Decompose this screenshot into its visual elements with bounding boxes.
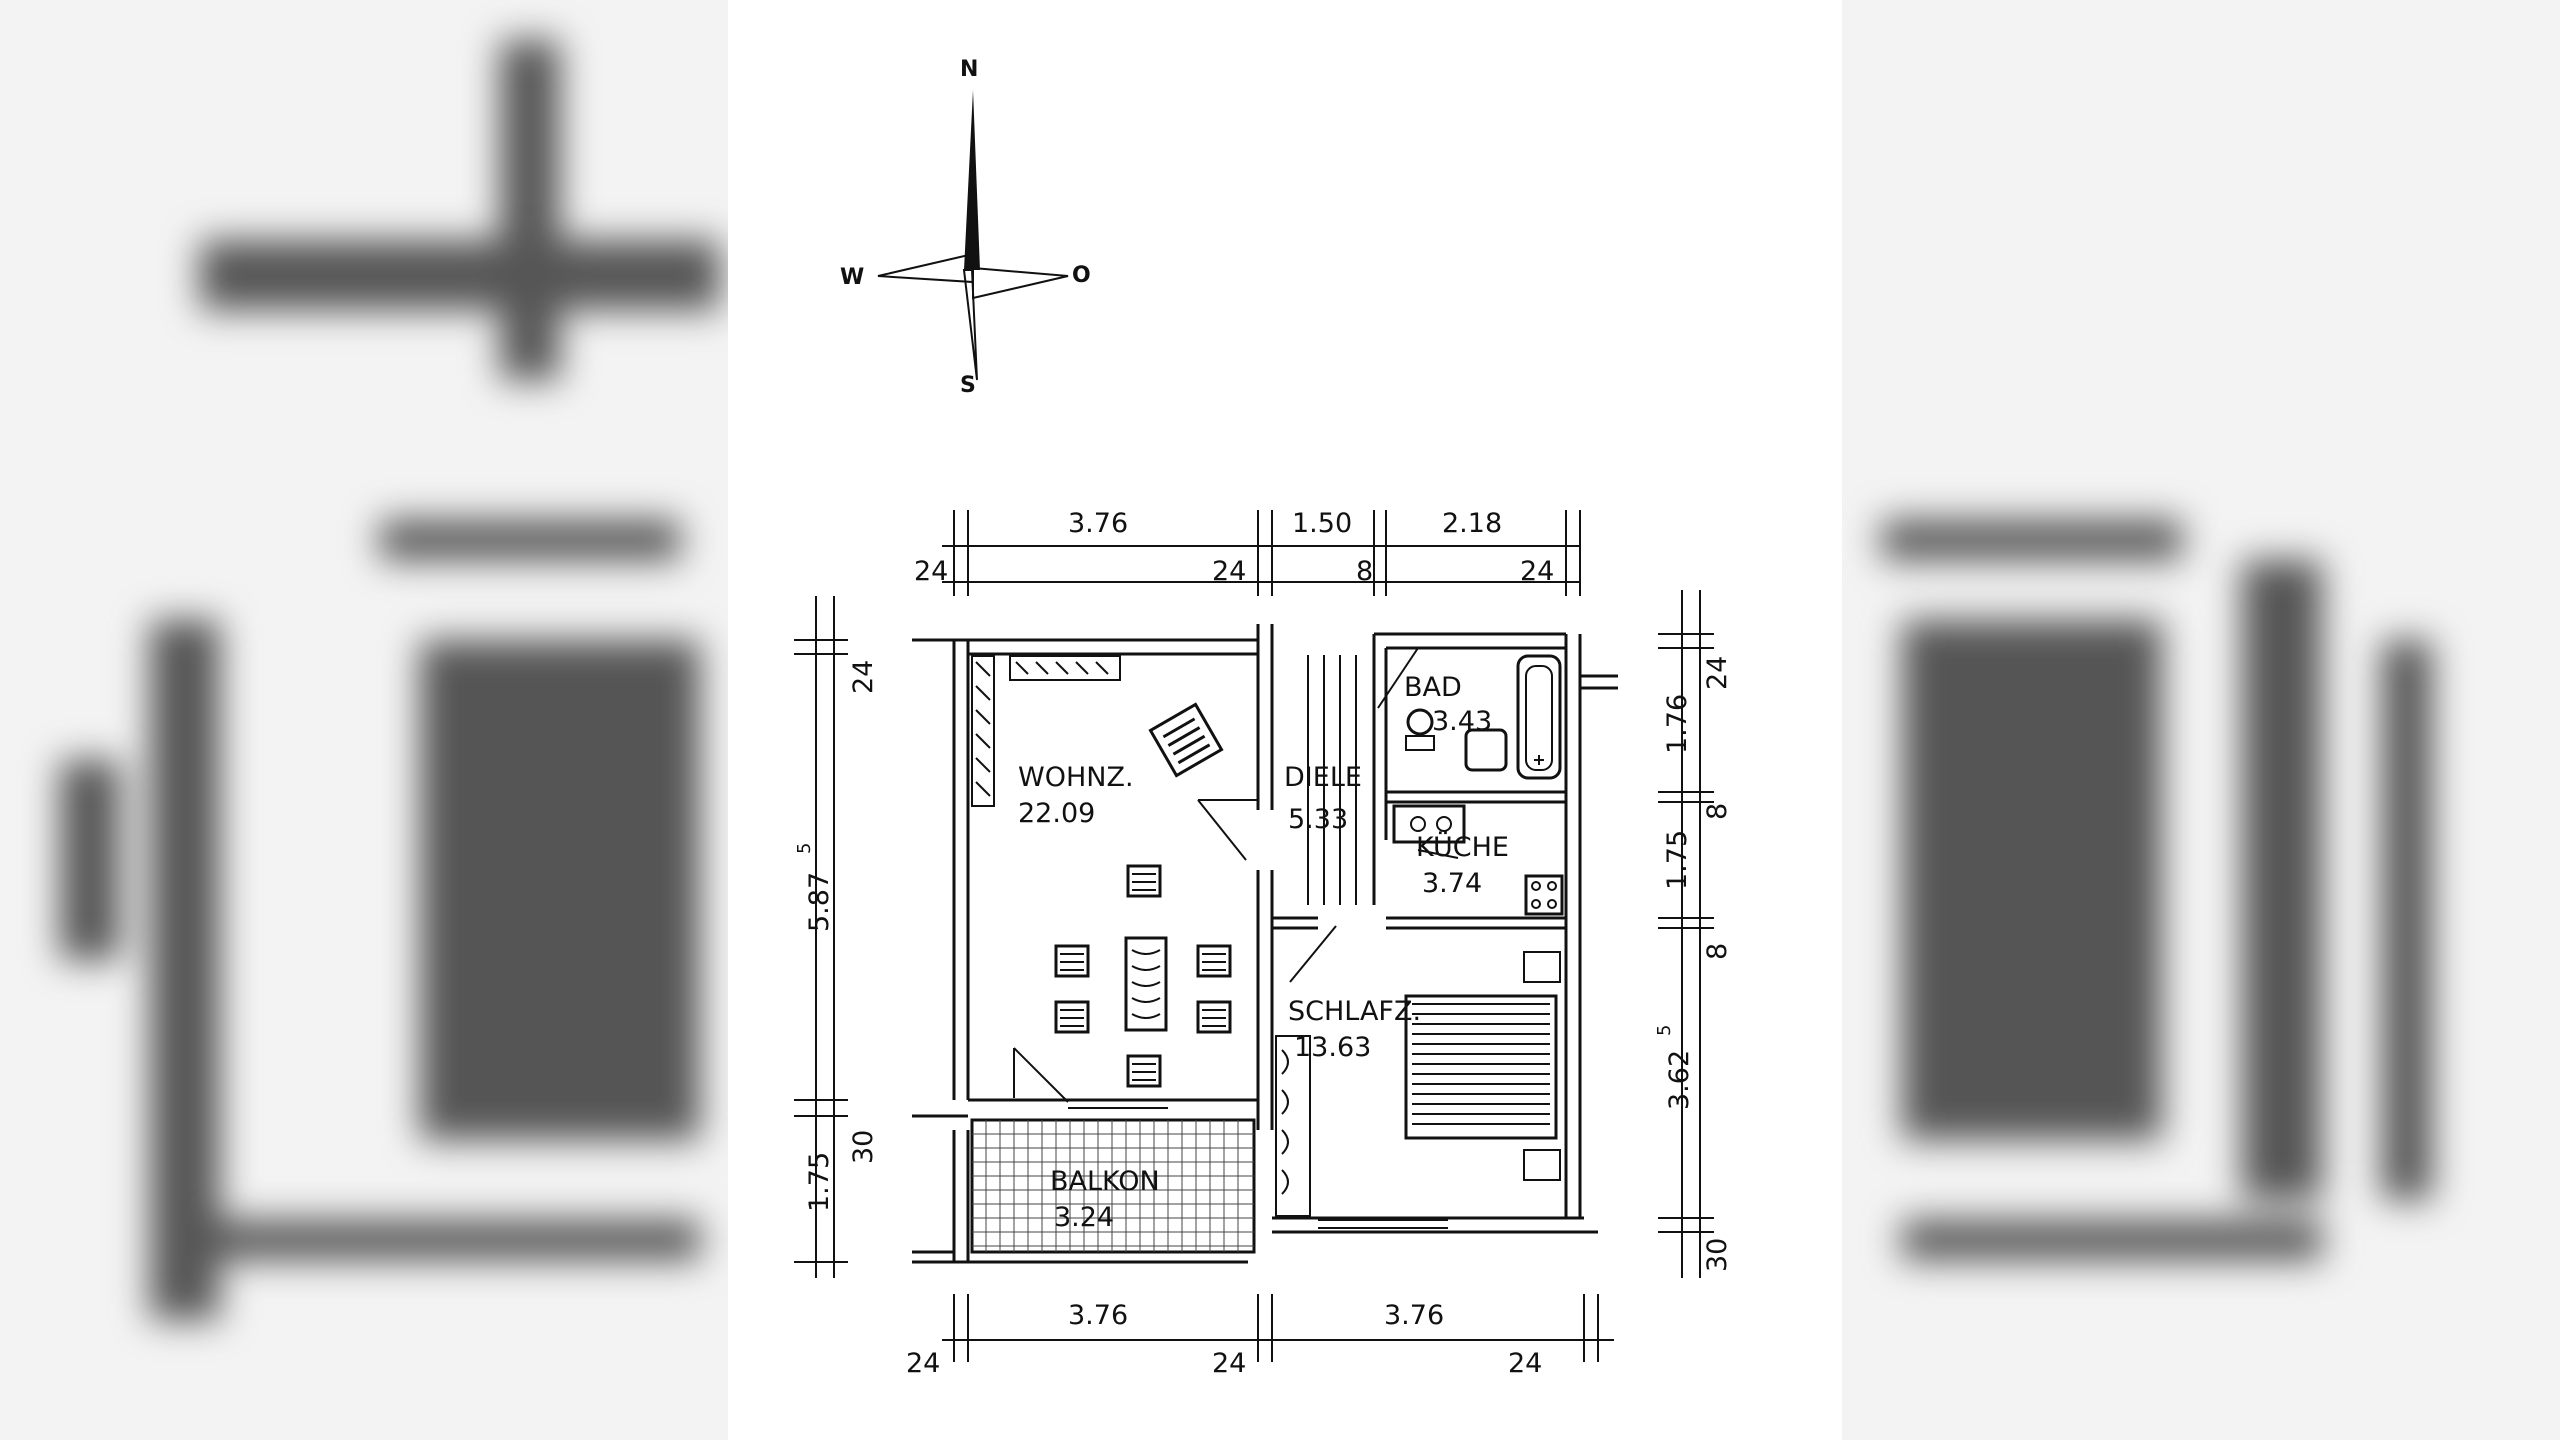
dim-right-wall-1: 24 [1702,656,1733,690]
room-bad-area: 3.43 [1432,706,1492,737]
bed [1404,994,1558,1140]
dim-right-wall-3: 8 [1702,943,1733,960]
dim-bottom-wall-1: 24 [906,1348,940,1379]
dim-top-wohnz: 3.76 [1068,508,1128,539]
stove [1524,874,1564,916]
dining-table [1124,936,1168,1032]
dim-left-wall-2: 30 [848,1130,879,1164]
wardrobe [1275,1035,1311,1217]
dim-left-wohnz: 5.87 [804,872,835,932]
dim-right-bad: 1.76 [1662,694,1693,754]
dimension-lines [794,510,1714,1362]
dim-bottom-wall-3: 24 [1508,1348,1542,1379]
kitchen-sink [1392,804,1466,844]
wall-shelf-top [1009,655,1121,681]
nightstand-top [1523,951,1561,983]
compass-s-label: S [960,373,976,398]
dim-top-diele: 1.50 [1292,508,1352,539]
blurred-background-left [0,0,728,1440]
room-balkon-area: 3.24 [1054,1202,1114,1233]
dims-left: 24 5.87 5 30 1.75 [794,660,879,1212]
compass-w-label: W [840,265,864,290]
dim-left-wohnz-sup: 5 [794,843,815,854]
dim-right-schlaf-sup: 5 [1654,1025,1675,1036]
dim-top-wall-4: 24 [1520,556,1554,587]
dim-right-schlaf: 3.62 [1664,1050,1695,1110]
room-bad-name: BAD [1404,672,1462,703]
dims-bottom: 3.76 3.76 24 24 24 [906,1300,1542,1379]
furniture [971,654,1564,1217]
dim-right-wall-4: 30 [1702,1238,1733,1272]
dim-left-balkon: 1.75 [804,1152,835,1212]
compass-n-label: N [960,57,978,82]
nightstand-bottom [1523,1149,1561,1181]
room-kueche-name: KÜCHE [1416,831,1509,863]
compass-east-needle [972,266,1069,300]
dims-right: 24 1.76 8 1.75 8 3.62 5 30 [1654,656,1733,1272]
room-schlaf-name: SCHLAFZ. [1288,996,1421,1027]
room-labels: WOHNZ. 22.09 DIELE 5.33 BAD 3.43 KÜCHE 3… [1018,672,1509,1233]
room-wohnz-name: WOHNZ. [1018,762,1134,793]
washbasin [1406,708,1434,736]
blurred-background-right [1842,0,2560,1440]
room-kueche-area: 3.74 [1422,868,1482,899]
floor-plan-panel: N W O S [728,0,1842,1440]
openings [1068,1107,1448,1229]
dim-right-wall-2: 8 [1702,803,1733,820]
bathtub [1516,654,1562,780]
door-swings [1013,647,1459,1103]
hall-floor-hatch [1307,655,1357,905]
dim-right-kueche: 1.75 [1662,830,1693,890]
compass-rose: N W O S [840,57,1091,398]
toilet [1464,728,1508,772]
dim-left-wall-1: 24 [848,660,879,694]
armchair [1148,702,1224,778]
floor-plan-drawing: N W O S [794,57,1733,1379]
room-schlaf-area: 13.63 [1294,1032,1371,1063]
dims-top: 3.76 1.50 2.18 24 24 8 24 [914,508,1554,587]
dim-bottom-wall-2: 24 [1212,1348,1246,1379]
wall-shelf-left [971,655,995,807]
dim-bottom-left: 3.76 [1068,1300,1128,1331]
room-wohnz-area: 22.09 [1018,798,1095,829]
walls [912,624,1618,1264]
room-diele-area: 5.33 [1288,804,1348,835]
dim-top-wall-1: 24 [914,556,948,587]
compass-west-needle [877,252,974,284]
compass-north-needle [964,90,980,270]
dim-top-bad: 2.18 [1442,508,1502,539]
room-balkon-name: BALKON [1050,1166,1160,1197]
room-diele-name: DIELE [1284,762,1362,793]
dim-top-wall-2: 24 [1212,556,1246,587]
balcony-tiles [970,1118,1256,1254]
dim-top-wall-3: 8 [1356,556,1373,587]
dim-bottom-right: 3.76 [1384,1300,1444,1331]
compass-south-needle [962,269,978,381]
compass-o-label: O [1072,263,1091,288]
